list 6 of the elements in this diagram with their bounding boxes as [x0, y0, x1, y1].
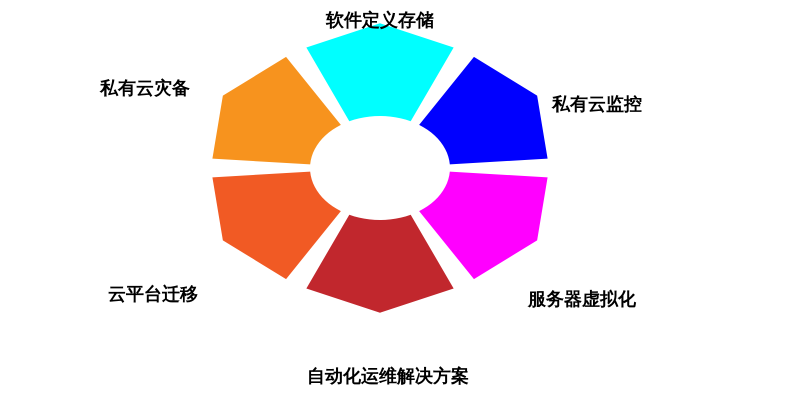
segment-label: 软件定义存储 [326, 10, 434, 31]
segment-label: 私有云灾备 [100, 78, 190, 99]
segment-label: 私有云监控 [552, 94, 642, 115]
segment-label: 自动化运维解决方案 [307, 366, 469, 387]
segment-label: 云平台迁移 [108, 284, 198, 305]
segment-label: 服务器虚拟化 [528, 289, 636, 310]
